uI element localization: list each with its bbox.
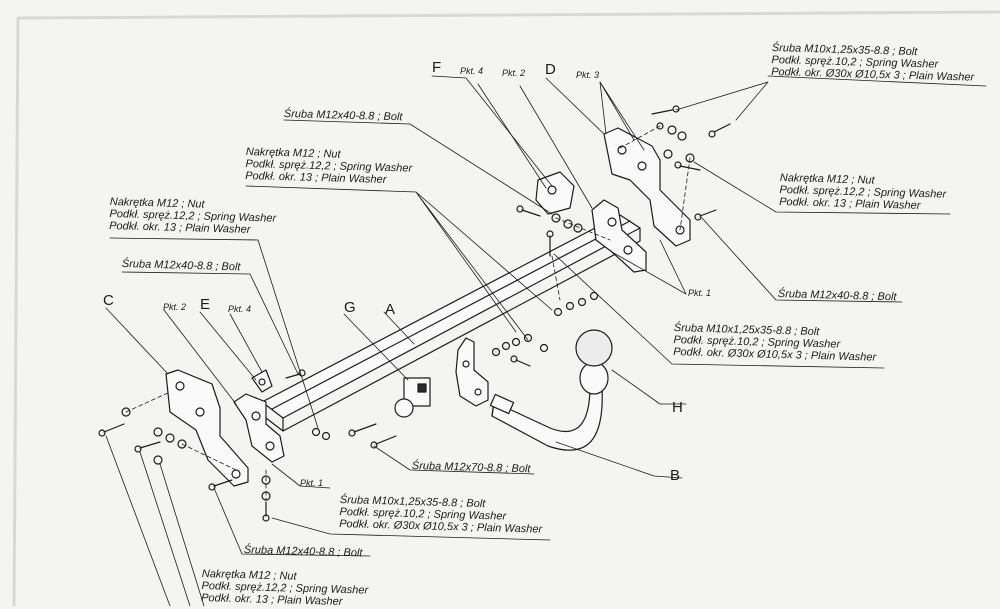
pkt-2-top: Pkt. 2 <box>502 68 526 78</box>
label-h: H <box>672 399 683 416</box>
tow-ball <box>575 329 613 395</box>
label-c: C <box>103 292 114 309</box>
side-plate-d <box>603 127 691 247</box>
side-plate-c <box>165 369 249 487</box>
label-b: B <box>670 467 681 484</box>
center-bracket <box>455 337 489 407</box>
label-f: F <box>432 59 442 76</box>
top-bracket-f <box>535 171 575 215</box>
label-g: G <box>344 299 356 316</box>
assembly-guides-left <box>125 391 267 501</box>
callout-nut-right: Nakrętka M12 ; Nut Podkł. spręż.12,2 ; S… <box>779 172 947 213</box>
left-fasteners <box>98 369 397 522</box>
label-a: A <box>385 301 396 318</box>
callout-nut-bottom: Nakrętka M12 ; Nut Podkł. spręż.12,2 ; S… <box>201 568 369 609</box>
callout-nut-left: Nakrętka M12 ; Nut Podkł. spręż.12,2 ; S… <box>109 196 277 237</box>
pkt-4-left: Pkt. 4 <box>228 304 252 314</box>
top-fasteners <box>516 105 731 257</box>
label-e: E <box>200 296 211 313</box>
pkt-1-right: Pkt. 1 <box>688 288 712 298</box>
pkt-1-left: Pkt. 1 <box>300 478 324 488</box>
assembly-guides-top <box>551 125 691 301</box>
left-bracket-e <box>233 369 285 463</box>
pkt-4-top: Pkt. 4 <box>460 66 484 76</box>
pkt-2-left: Pkt. 2 <box>163 302 187 312</box>
leader-lines <box>105 75 987 606</box>
tow-ball-neck <box>489 385 603 451</box>
callout-nut-top: Nakrętka M12 ; Nut Podkł. spręż.12,2 ; S… <box>245 146 413 187</box>
callout-bottom-mid: Śruba M10x1,25x35-8.8 ; Bolt Podkł. sprę… <box>339 494 543 536</box>
right-bracket <box>591 199 647 273</box>
main-cross-beam <box>261 214 641 432</box>
callout-top-right: Śruba M10x1,25x35-8.8 ; Bolt Podkł. sprę… <box>771 42 975 84</box>
socket-box <box>394 377 431 418</box>
mid-fasteners <box>491 291 599 367</box>
callout-mid-right: Śruba M10x1,25x35-8.8 ; Bolt Podkł. sprę… <box>673 322 877 364</box>
pkt-3-top: Pkt. 3 <box>576 70 600 80</box>
label-d: D <box>545 61 556 78</box>
